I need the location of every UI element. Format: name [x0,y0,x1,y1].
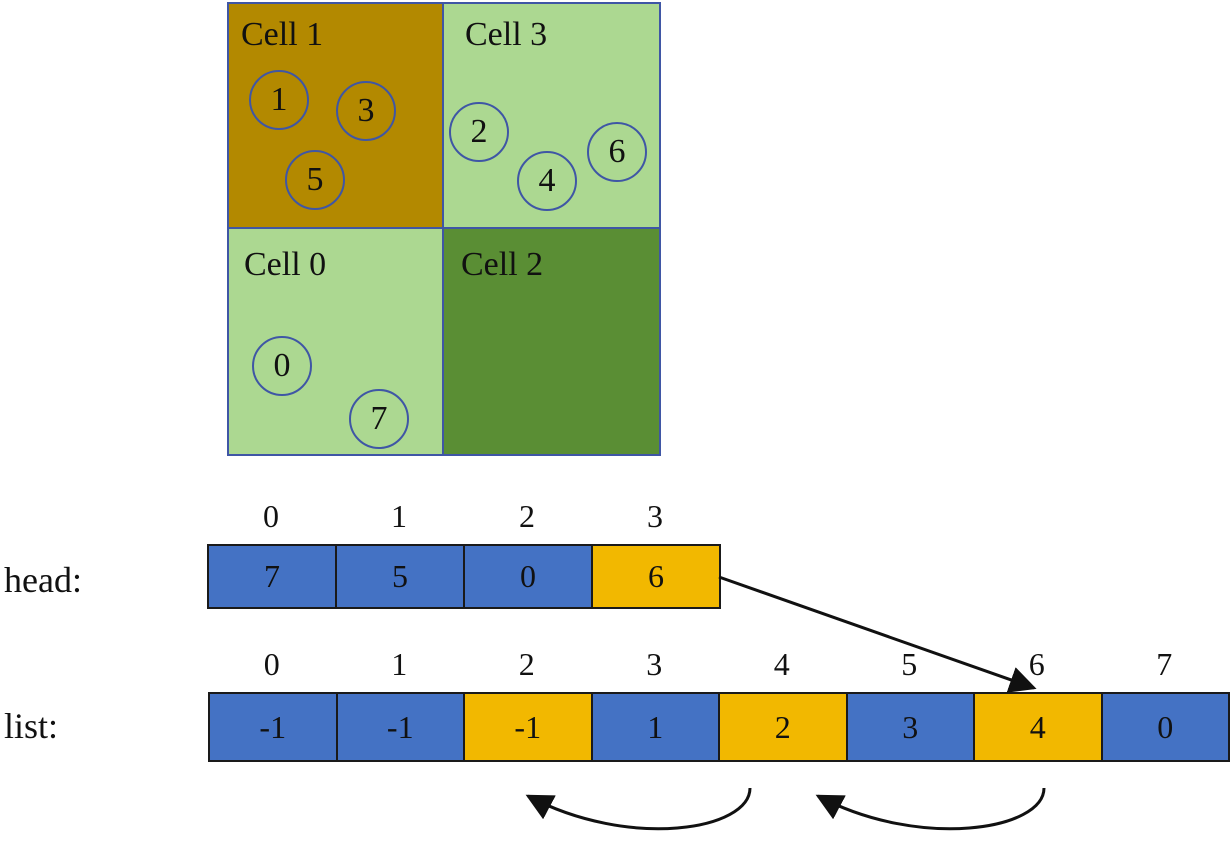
list-cell: 2 [718,692,848,762]
head-to-list-arrow [718,575,1037,693]
list-cell: 4 [973,692,1103,762]
head-index: 2 [519,498,535,534]
cell-label: Cell 1 [241,16,324,53]
particle: 4 [517,151,577,211]
cell-label: Cell 0 [244,246,327,283]
particle: 6 [587,122,647,182]
chain-arrow-6-to-4 [815,787,1046,831]
particle: 0 [252,336,312,396]
cell-2: Cell 2 [442,227,661,456]
list-index: 0 [263,646,280,682]
head-index: 0 [263,498,279,534]
head-cell: 0 [463,544,593,609]
chain-arrow-4-to-2 [525,787,752,831]
list-index: 7 [1156,646,1173,682]
particle: 7 [349,389,409,449]
list-index: 2 [518,646,535,682]
cell-0: Cell 0 0 7 [227,227,444,456]
list-label: list: [4,706,59,746]
head-cell: 6 [591,544,721,609]
list-index: 4 [773,646,790,682]
head-index: 1 [391,498,407,534]
particle: 1 [249,70,309,130]
particle: 2 [449,102,509,162]
head-cell: 7 [207,544,337,609]
head-index: 3 [647,498,663,534]
cell-grid: Cell 1 1 3 5 Cell 3 2 4 6 Cell 0 0 7 Cel… [227,2,661,456]
cell-label: Cell 2 [461,246,544,283]
list-cell: -1 [463,692,593,762]
cell-label: Cell 3 [465,16,548,53]
head-label: head: [4,560,82,600]
list-cell: 1 [590,692,720,762]
cell-3: Cell 3 2 4 6 [442,2,661,229]
list-index: 5 [901,646,918,682]
list-cell: 0 [1100,692,1230,762]
cell-1: Cell 1 1 3 5 [227,2,444,229]
list-index: 1 [391,646,408,682]
particle: 3 [336,81,396,141]
list-cell: -1 [335,692,465,762]
list-cell: -1 [208,692,338,762]
particle: 5 [285,150,345,210]
list-index: 3 [646,646,663,682]
